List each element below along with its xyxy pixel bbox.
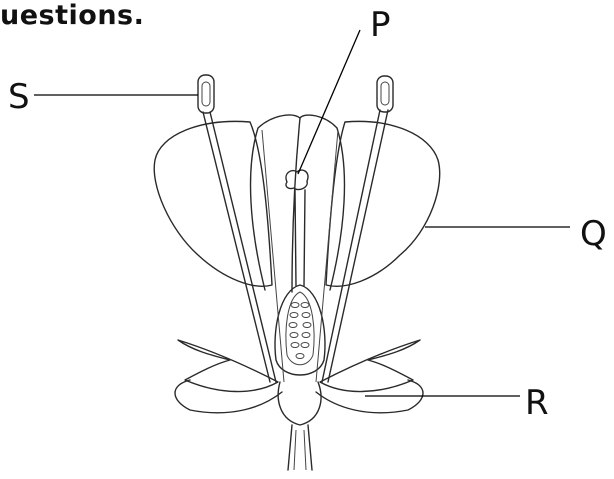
label-q: Q	[580, 217, 607, 251]
filament-left-inner	[210, 112, 276, 382]
label-r: R	[525, 386, 549, 420]
filament-right-inner	[328, 110, 388, 382]
label-s: S	[8, 80, 30, 114]
sepal-left-lower	[175, 380, 282, 413]
stigma	[286, 170, 308, 190]
filament-right-outer	[322, 110, 380, 382]
petal-inner-right	[300, 115, 344, 290]
anther-left	[198, 75, 214, 113]
sepal-left	[178, 340, 278, 392]
anther-right	[377, 76, 393, 112]
stalk-detail	[294, 430, 306, 470]
flower-stalk	[288, 425, 312, 470]
petal-right	[326, 121, 440, 286]
leader-line-p	[298, 30, 360, 174]
receptacle	[278, 382, 321, 425]
petal-inner-left	[251, 115, 300, 292]
filament-mid-right	[316, 130, 338, 382]
style	[295, 190, 305, 286]
ovules	[289, 303, 311, 359]
filament-mid-left	[262, 130, 284, 382]
filament-left-outer	[203, 112, 270, 382]
label-p: P	[370, 8, 391, 42]
